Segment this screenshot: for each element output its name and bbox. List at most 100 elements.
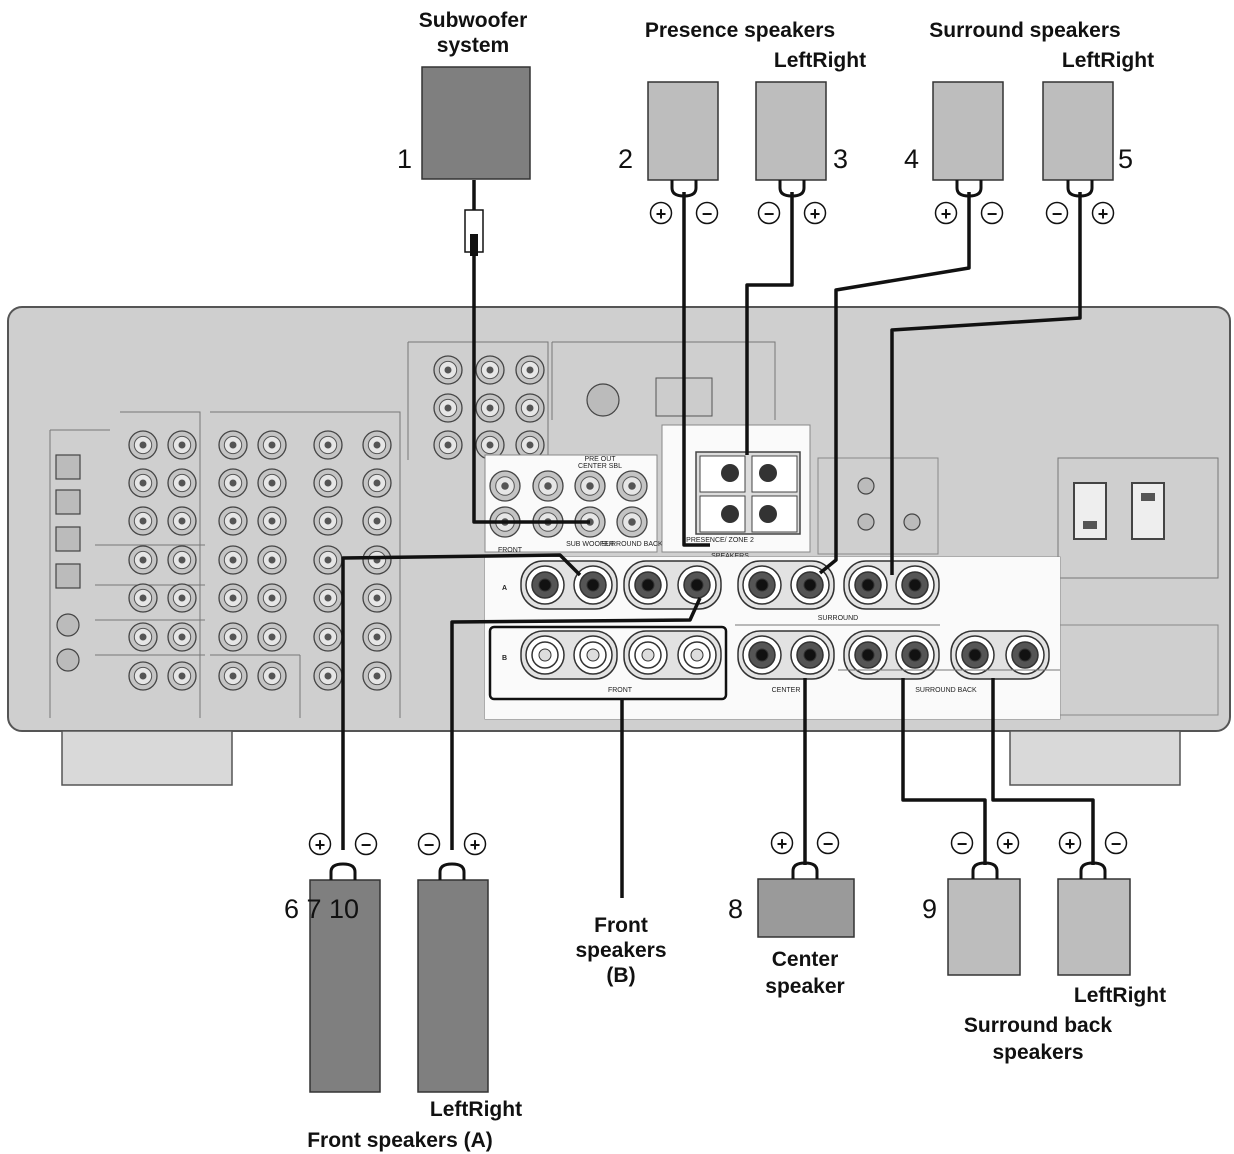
rca-jack [313, 545, 343, 575]
callout-8: 8 [728, 894, 743, 924]
callout-9: 9 [922, 894, 937, 924]
rca-jack [313, 506, 343, 536]
center-terminal-label: CENTER [772, 687, 801, 694]
left-foot [61, 730, 233, 786]
svg-text:+: + [1098, 204, 1109, 224]
plus-terminal-icon: + [996, 831, 1020, 855]
minus-terminal-icon: − [950, 831, 974, 855]
presence-zone2-panel: PRESENCE/ ZONE 2 SPEAKERS [661, 424, 811, 560]
front-speaker-a-right [417, 879, 489, 1093]
surround-right-polarity: −+ [1045, 180, 1115, 225]
binding-post [742, 635, 782, 675]
rca-jack [515, 430, 545, 460]
svg-text:−: − [823, 834, 834, 854]
presence-left-right-label: LeftRight [774, 49, 866, 72]
rca-jack [218, 430, 248, 460]
binding-post [790, 635, 830, 675]
rca-jack [167, 468, 197, 498]
binding-post [848, 635, 888, 675]
surround-back-label-line1: Surround back [964, 1014, 1113, 1037]
binding-post [955, 635, 995, 675]
binding-post [677, 565, 717, 605]
subwoofer-label-line1: Subwoofer [419, 9, 528, 32]
front-speaker-a-left [309, 879, 381, 1093]
rca-jack [475, 430, 505, 460]
rca-jack [128, 506, 158, 536]
svg-text:+: + [315, 835, 326, 855]
rca-jack [257, 506, 287, 536]
plus-terminal-icon: + [308, 832, 332, 856]
minus-terminal-icon: − [354, 832, 378, 856]
surround-left-right-label: LeftRight [1062, 49, 1154, 72]
sub-woofer-label: SUB WOOFER [566, 541, 614, 548]
svg-text:−: − [764, 204, 775, 224]
front-preout-label: FRONT [498, 547, 523, 554]
callout-2: 2 [618, 144, 633, 174]
callout-5: 5 [1118, 144, 1133, 174]
ac-outlet-area [1057, 457, 1219, 579]
rca-jack [362, 583, 392, 613]
binding-post [573, 635, 613, 675]
svg-text:−: − [1052, 204, 1063, 224]
rca-jack [218, 661, 248, 691]
row-a-label: A [502, 585, 507, 592]
center-label-line1: Center [772, 948, 839, 971]
callout-numbers: 1 2 3 4 5 6 7 10 8 9 [284, 144, 1133, 924]
speaker-terminal-panel: A B SURROUND FRONT CENTER SURROUND BACK [484, 556, 1061, 720]
plus-terminal-icon: + [1091, 201, 1115, 225]
pre-out-jack [616, 470, 648, 502]
rca-jack [257, 622, 287, 652]
surround-terminal-label: SURROUND [818, 615, 858, 622]
pre-out-jack [574, 470, 606, 502]
surround-back-left-right-label: LeftRight [1074, 984, 1166, 1007]
svg-text:+: + [470, 835, 481, 855]
front-b-label-line1: Front [594, 914, 648, 937]
presence-speakers-label: Presence speakers [645, 19, 835, 42]
front-a-label: Front speakers (A) [307, 1129, 493, 1152]
plus-terminal-icon: + [463, 832, 487, 856]
front-b-terminals-right [623, 630, 722, 680]
surround-speakers-label: Surround speakers [929, 19, 1120, 42]
rca-jack [257, 545, 287, 575]
rca-jack [218, 622, 248, 652]
surround-back-terminals-left [950, 630, 1050, 680]
rca-jack [313, 468, 343, 498]
front-b-label-line3: (B) [606, 964, 635, 987]
binding-post [742, 565, 782, 605]
svg-text:+: + [656, 204, 667, 224]
svg-text:−: − [987, 204, 998, 224]
minus-terminal-icon: − [695, 201, 719, 225]
binding-post [848, 565, 888, 605]
surround-back-terminal-label: SURROUND BACK [915, 687, 977, 694]
rca-jack [313, 622, 343, 652]
rca-jack [362, 430, 392, 460]
pre-out-label: PRE OUT [584, 456, 616, 463]
rca-jack [167, 545, 197, 575]
rca-jack-grid [128, 430, 392, 691]
svg-text:−: − [702, 204, 713, 224]
rca-jack [433, 393, 463, 423]
surround-back-terminals-right [843, 630, 940, 680]
front-b-bracket [488, 625, 728, 701]
svg-text:−: − [361, 835, 372, 855]
surround-back-right-polarity: +− [1058, 831, 1128, 879]
surround-speaker-right [1042, 81, 1114, 181]
pre-out-jack [532, 470, 564, 502]
center-label-line2: speaker [765, 975, 844, 998]
rca-jack [313, 583, 343, 613]
polarity-markers: +−−++−−++−−++−−++− [308, 180, 1128, 880]
callout-1: 1 [397, 144, 412, 174]
binding-post [628, 635, 668, 675]
front-a-terminals-left [520, 560, 618, 610]
plus-terminal-icon: + [934, 201, 958, 225]
rca-jack [167, 506, 197, 536]
row-b-label: B [502, 655, 507, 662]
rca-jack [257, 468, 287, 498]
binding-post [895, 635, 935, 675]
binding-post [573, 565, 613, 605]
presence-left-polarity: +− [649, 180, 719, 225]
front-a-terminals-right [623, 560, 722, 610]
surround-back-preout-label: SURROUND BACK [601, 541, 663, 548]
svg-text:+: + [941, 204, 952, 224]
surround-back-speaker-right [1057, 878, 1131, 976]
